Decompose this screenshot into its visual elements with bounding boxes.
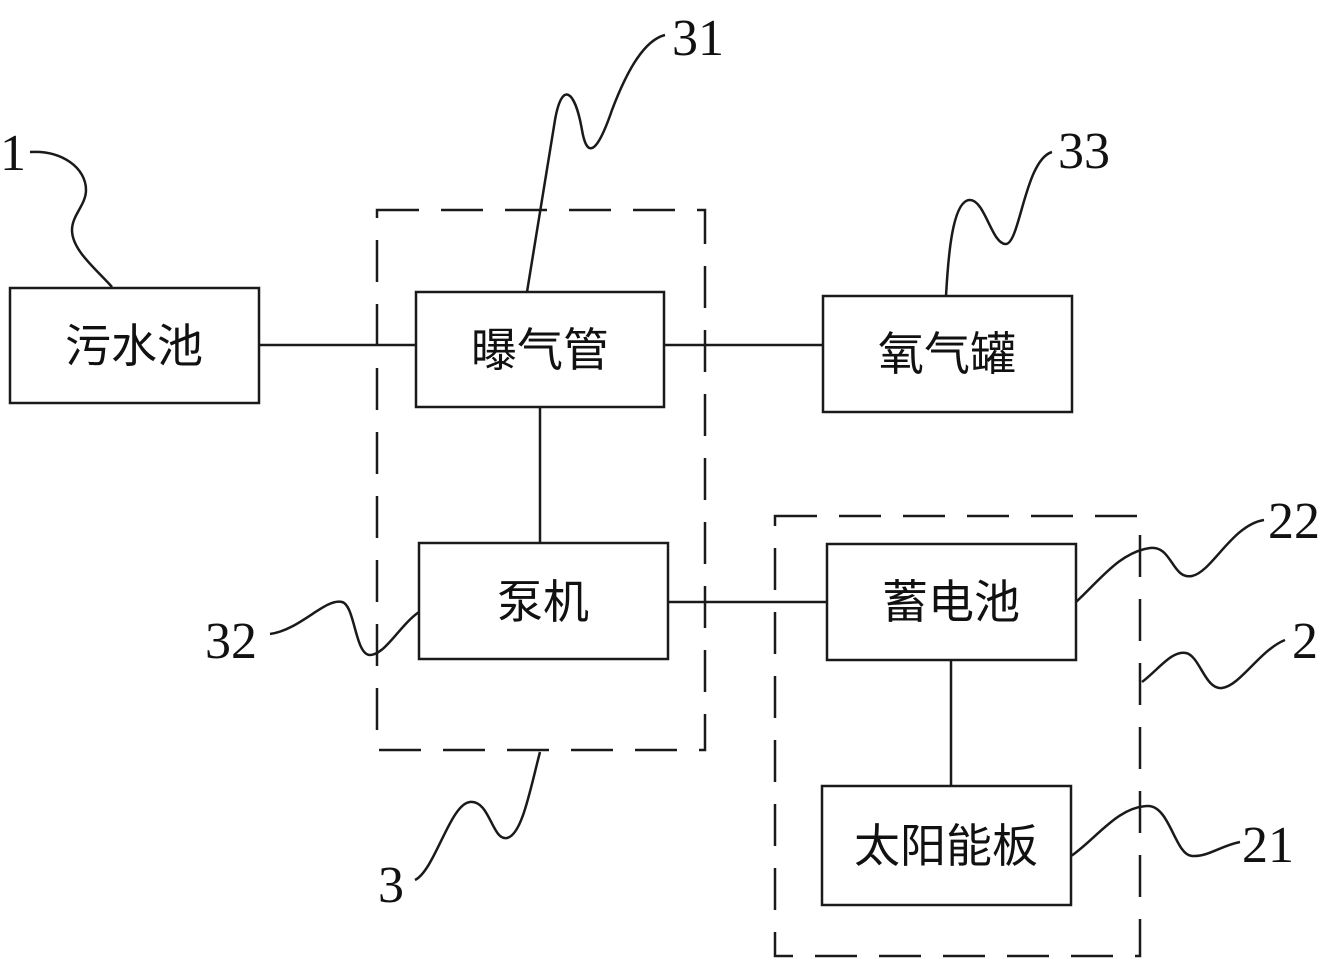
leader-1 [29, 150, 113, 288]
leader-21 [1070, 804, 1241, 858]
sewage-tank-box: 污水池 [8, 286, 261, 405]
solar-panel-box: 太阳能板 [820, 784, 1073, 907]
oxygen-tank-label: 氧气罐 [878, 327, 1016, 381]
ref-21: 21 [1242, 817, 1294, 874]
leader-31 [525, 33, 666, 293]
aeration-pipe-box: 曝气管 [414, 290, 666, 409]
leader-32 [269, 600, 420, 657]
oxygen-tank-box: 氧气罐 [821, 294, 1074, 414]
ref-33: 33 [1058, 123, 1110, 180]
ref-1: 1 [0, 125, 26, 182]
ref-2: 2 [1292, 613, 1318, 670]
ref-31: 31 [672, 10, 724, 67]
ref-22: 22 [1268, 493, 1320, 550]
battery-box: 蓄电池 [825, 542, 1078, 662]
pump-label: 泵机 [497, 575, 589, 629]
leader-22 [1075, 518, 1265, 603]
aeration-pipe-label: 曝气管 [471, 323, 609, 377]
leader-2 [1141, 638, 1286, 690]
leader-33 [944, 150, 1053, 297]
pump-box: 泵机 [417, 541, 670, 661]
group-2-boundary [773, 514, 1142, 958]
leader-3 [414, 751, 542, 882]
battery-label: 蓄电池 [882, 575, 1020, 629]
ref-3: 3 [378, 857, 404, 914]
sewage-tank-label: 污水池 [65, 319, 203, 373]
solar-panel-label: 太阳能板 [854, 819, 1038, 873]
ref-32: 32 [205, 613, 257, 670]
